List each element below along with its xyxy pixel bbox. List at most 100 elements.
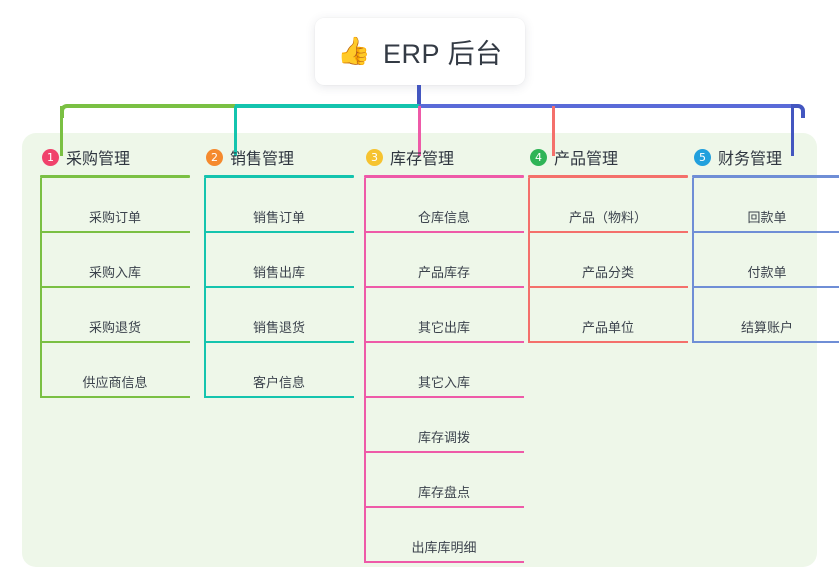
leaf-node-label: 采购退货	[88, 320, 141, 335]
branch-header-rule	[692, 175, 839, 178]
segment-center	[419, 104, 795, 108]
branch-header-finance[interactable]: 5 财务管理	[692, 146, 839, 168]
bus-corner-left	[60, 104, 74, 118]
branch-title: 库存管理	[390, 151, 455, 168]
leaf-node-rule	[364, 341, 524, 343]
leaf-node-rule	[528, 341, 688, 343]
branch-header-rule	[364, 175, 524, 178]
leaf-node-label: 回款单	[747, 210, 787, 225]
leaf-node[interactable]: 产品单位	[528, 288, 688, 343]
leaf-node-label: 销售退货	[252, 320, 305, 335]
leaf-node[interactable]: 产品库存	[364, 233, 524, 288]
leaf-node-rule	[364, 451, 524, 453]
diagram-panel	[22, 133, 817, 567]
branch-items-sales: 销售订单销售出库销售退货客户信息	[204, 178, 354, 398]
leaf-node-label: 产品（物料）	[568, 210, 647, 225]
drop-finance	[791, 106, 794, 156]
branch-header-rule	[528, 175, 688, 178]
branch-items-purchase: 采购订单采购入库采购退货供应商信息	[40, 178, 190, 398]
leaf-node-rule	[364, 286, 524, 288]
branch-header-product[interactable]: 4 产品管理	[528, 146, 688, 168]
leaf-node-rule	[528, 286, 688, 288]
branch-spine	[204, 178, 206, 398]
leaf-node-label: 供应商信息	[82, 375, 148, 390]
leaf-node[interactable]: 库存盘点	[364, 453, 524, 508]
leaf-node-label: 库存调拨	[417, 430, 470, 445]
root-node-title: ERP 后台	[383, 39, 503, 69]
leaf-node[interactable]: 产品（物料）	[528, 178, 688, 233]
leaf-node-label: 产品分类	[581, 265, 634, 280]
branch-header-sales[interactable]: 2 销售管理	[204, 146, 354, 168]
leaf-node[interactable]: 销售出库	[204, 233, 354, 288]
leaf-node-label: 仓库信息	[417, 210, 470, 225]
leaf-node-rule	[364, 506, 524, 508]
leaf-node-label: 销售订单	[252, 210, 305, 225]
branch-title: 销售管理	[230, 151, 295, 168]
branch-column-purchase: 1 采购管理采购订单采购入库采购退货供应商信息	[40, 146, 190, 398]
drop-product	[552, 106, 555, 156]
leaf-node-label: 采购订单	[88, 210, 141, 225]
branch-header-rule	[204, 175, 354, 178]
leaf-node[interactable]: 销售退货	[204, 288, 354, 343]
branch-number-badge: 4	[530, 148, 547, 166]
branch-header-purchase[interactable]: 1 采购管理	[40, 146, 190, 168]
leaf-node[interactable]: 采购订单	[40, 178, 190, 233]
leaf-node-rule	[204, 341, 354, 343]
leaf-node-label: 其它出库	[417, 320, 470, 335]
leaf-node[interactable]: 仓库信息	[364, 178, 524, 233]
leaf-node[interactable]: 结算账户	[692, 288, 839, 343]
thumbs-up-icon: 👍	[337, 36, 372, 66]
leaf-node-rule	[204, 231, 354, 233]
leaf-node[interactable]: 出库库明细	[364, 508, 524, 563]
branch-items-product: 产品（物料） 产品分类产品单位	[528, 178, 688, 343]
leaf-node-label: 产品单位	[581, 320, 634, 335]
leaf-node-rule	[364, 396, 524, 398]
drop-purchase	[60, 106, 63, 156]
segment-purchase	[70, 104, 235, 108]
leaf-node[interactable]: 库存调拨	[364, 398, 524, 453]
branch-items-inventory: 仓库信息产品库存其它出库其它入库库存调拨库存盘点出库库明细	[364, 178, 524, 563]
root-node-card[interactable]: 👍 ERP 后台	[315, 18, 525, 85]
branch-column-product: 4 产品管理产品（物料） 产品分类产品单位	[528, 146, 688, 343]
leaf-node-rule	[364, 231, 524, 233]
leaf-node[interactable]: 其它出库	[364, 288, 524, 343]
branch-title: 采购管理	[66, 151, 131, 168]
leaf-node[interactable]: 其它入库	[364, 343, 524, 398]
leaf-node-rule	[204, 396, 354, 398]
leaf-node-label: 销售出库	[252, 265, 305, 280]
leaf-node-rule	[692, 341, 839, 343]
branch-column-finance: 5 财务管理回款单付款单结算账户	[692, 146, 839, 343]
leaf-node-rule	[40, 286, 190, 288]
leaf-node[interactable]: 销售订单	[204, 178, 354, 233]
leaf-node-rule	[40, 396, 190, 398]
branch-items-finance: 回款单付款单结算账户	[692, 178, 839, 343]
branch-column-sales: 2 销售管理销售订单销售出库销售退货客户信息	[204, 146, 354, 398]
leaf-node[interactable]: 客户信息	[204, 343, 354, 398]
branch-header-rule	[40, 175, 190, 178]
leaf-node[interactable]: 供应商信息	[40, 343, 190, 398]
leaf-node[interactable]: 采购退货	[40, 288, 190, 343]
bus-corner-right	[791, 104, 805, 118]
leaf-node[interactable]: 采购入库	[40, 233, 190, 288]
branch-spine	[364, 178, 366, 563]
leaf-node-label: 客户信息	[252, 375, 305, 390]
branch-title: 财务管理	[718, 151, 783, 168]
leaf-node-label: 出库库明细	[411, 540, 477, 555]
root-stem-connector	[417, 85, 421, 106]
branch-number-badge: 5	[694, 148, 711, 166]
leaf-node[interactable]: 产品分类	[528, 233, 688, 288]
leaf-node-label: 采购入库	[88, 265, 141, 280]
branch-title: 产品管理	[554, 151, 619, 168]
branch-number-badge: 2	[206, 148, 223, 166]
leaf-node-rule	[204, 286, 354, 288]
branch-number-badge: 1	[42, 148, 59, 166]
branch-spine	[40, 178, 42, 398]
leaf-node-label: 库存盘点	[417, 485, 470, 500]
leaf-node[interactable]: 回款单	[692, 178, 839, 233]
leaf-node-rule	[364, 561, 524, 563]
drop-sales	[234, 106, 237, 156]
leaf-node[interactable]: 付款单	[692, 233, 839, 288]
